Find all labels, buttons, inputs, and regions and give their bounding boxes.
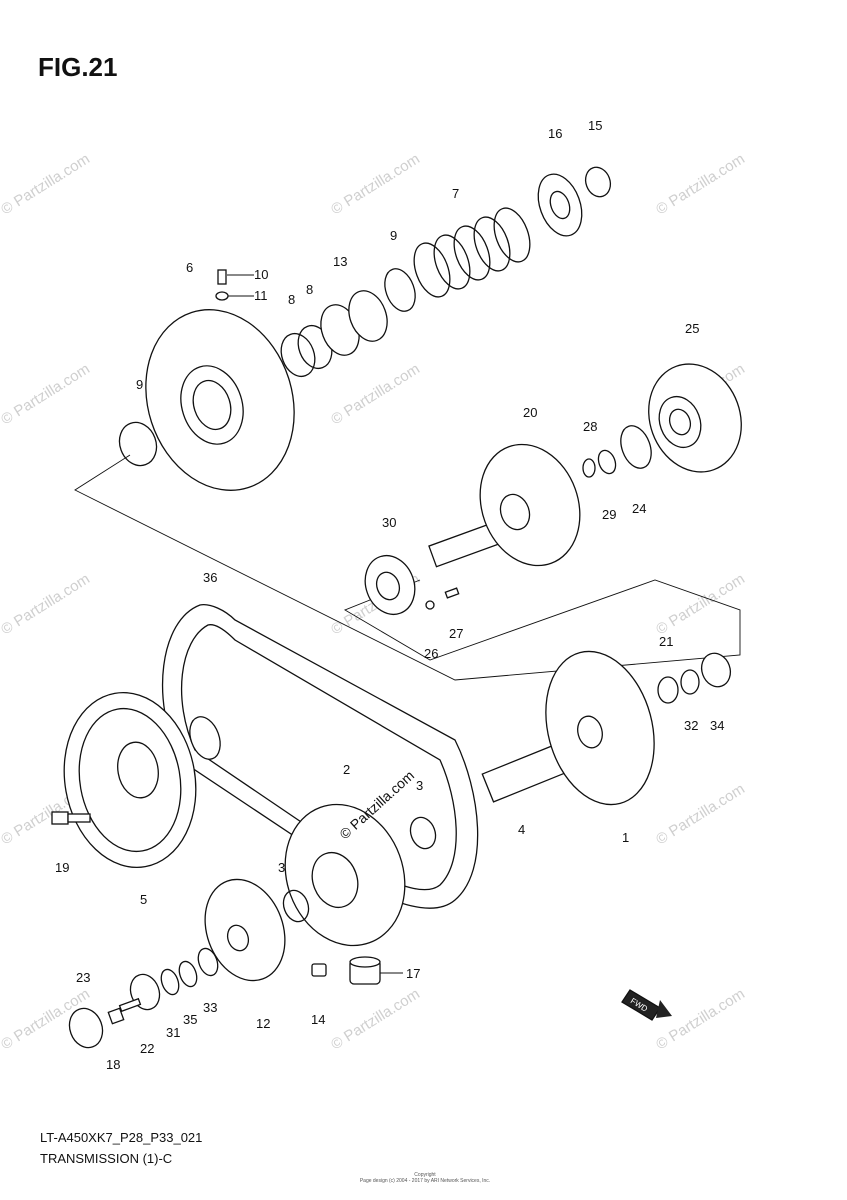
- callout-label: 12: [256, 1016, 270, 1031]
- part-25-clutch: [648, 363, 742, 473]
- part-15-nut: [584, 166, 612, 198]
- callout-label: 9: [390, 228, 397, 243]
- callout-label: 2: [343, 762, 350, 777]
- part-2-drive-face: [284, 803, 406, 947]
- part-35-ring: [178, 960, 198, 988]
- callout-label: 30: [382, 515, 396, 530]
- callout-leaders: [227, 274, 403, 974]
- part-12-cam-plate: [204, 878, 286, 982]
- part-9-ring: [384, 268, 416, 312]
- part-36-belt: [162, 604, 479, 909]
- part-24-bearing: [620, 425, 652, 469]
- part-3-ring: [282, 889, 310, 923]
- callout-label: 19: [55, 860, 69, 875]
- callout-label: 32: [684, 718, 698, 733]
- part-6-face: [145, 309, 295, 491]
- callout-label: 24: [632, 501, 646, 516]
- watermark-text: © Partzilla.com: [653, 570, 748, 638]
- part-33-ring: [197, 947, 219, 977]
- callout-label: 8: [306, 282, 313, 297]
- watermark-text: © Partzilla.com: [0, 570, 93, 638]
- watermark-text: © Partzilla.com: [328, 360, 423, 428]
- part-10-11: [215, 269, 229, 301]
- callout-label: 21: [659, 634, 673, 649]
- part-21-spacer: [657, 676, 679, 704]
- callout-label: 14: [311, 1012, 325, 1027]
- watermark-text: © Partzilla.com: [653, 985, 748, 1053]
- part-3-ring: [409, 816, 437, 850]
- part-13-collar: [320, 290, 388, 356]
- part-28-spacer: [582, 458, 596, 478]
- callout-label: 7: [452, 186, 459, 201]
- watermark-text: © Partzilla.com: [653, 150, 748, 218]
- callout-label: 36: [203, 570, 217, 585]
- fwd-direction-badge: FWD: [621, 989, 672, 1021]
- watermark-text: © Partzilla.com: [653, 780, 748, 848]
- part-16-retainer: [537, 173, 583, 237]
- callout-labels: 1 2 3 3 4 5 6 7 8 8 9 9 10 11 12 13 14 1…: [55, 118, 724, 1072]
- part-26-washer: [425, 600, 435, 610]
- copyright-line: Copyright: [414, 1172, 436, 1178]
- part-5-face: [63, 691, 197, 869]
- part-1-fixed-face: [545, 650, 655, 806]
- part-7-spring: [413, 207, 531, 298]
- callout-label: 5: [140, 892, 147, 907]
- section-name: TRANSMISSION (1)-C: [40, 1151, 173, 1166]
- callout-label: 16: [548, 126, 562, 141]
- callout-label: 10: [254, 267, 268, 282]
- part-9-ring: [118, 421, 158, 467]
- callout-label: 26: [424, 646, 438, 661]
- callout-label: 8: [288, 292, 295, 307]
- callout-label: 33: [203, 1000, 217, 1015]
- copyright-notice: Copyright Page design (c) 2004 - 2017 by…: [340, 1172, 510, 1184]
- watermark-text: © Partzilla.com: [0, 360, 93, 428]
- callout-label: 31: [166, 1025, 180, 1040]
- callout-label: 28: [583, 419, 597, 434]
- callout-label: 35: [183, 1012, 197, 1027]
- callout-label: 1: [622, 830, 629, 845]
- watermark-text: © Partzilla.com: [328, 985, 423, 1053]
- callout-label: 11: [254, 288, 268, 303]
- copyright-line: Page design (c) 2004 - 2017 by ARI Netwo…: [359, 1178, 491, 1184]
- callout-label: 6: [186, 260, 193, 275]
- part-5-sleeve: [189, 716, 221, 760]
- callout-label: 3: [416, 778, 423, 793]
- part-30-bearing: [364, 554, 416, 616]
- assembly-outline: [74, 454, 741, 681]
- part-19-bolt: [51, 811, 91, 825]
- watermark-text: © Partzilla.com: [0, 150, 93, 218]
- callout-label: 3: [278, 860, 285, 875]
- figure-title: FIG.21: [38, 52, 118, 82]
- watermark-text: © Partzilla.com: [328, 150, 423, 218]
- callout-label: 27: [449, 626, 463, 641]
- callout-label: 20: [523, 405, 537, 420]
- callout-label: 18: [106, 1057, 120, 1072]
- callout-label: 23: [76, 970, 90, 985]
- part-27-screw: [444, 587, 460, 599]
- callout-label: 4: [518, 822, 525, 837]
- part-34-seal: [700, 652, 732, 688]
- model-code: LT-A450XK7_P28_P33_021: [40, 1130, 203, 1145]
- part-8-ring: [280, 332, 316, 378]
- callout-label: 25: [685, 321, 699, 336]
- part-31-ring: [160, 968, 180, 996]
- part-17-roller: [349, 956, 381, 985]
- part-20-housing: [428, 443, 581, 568]
- callout-label: 34: [710, 718, 724, 733]
- part-29-washer: [597, 449, 617, 475]
- part-23-cap: [68, 1007, 104, 1049]
- callout-label: 15: [588, 118, 602, 133]
- callout-label: 17: [406, 966, 420, 981]
- callout-label: 29: [602, 507, 616, 522]
- callout-label: 13: [333, 254, 347, 269]
- part-14-slider: [311, 963, 327, 977]
- part-18-bolt: [107, 997, 142, 1025]
- callout-label: 9: [136, 377, 143, 392]
- part-32-ring: [680, 669, 700, 695]
- callout-label: 22: [140, 1041, 154, 1056]
